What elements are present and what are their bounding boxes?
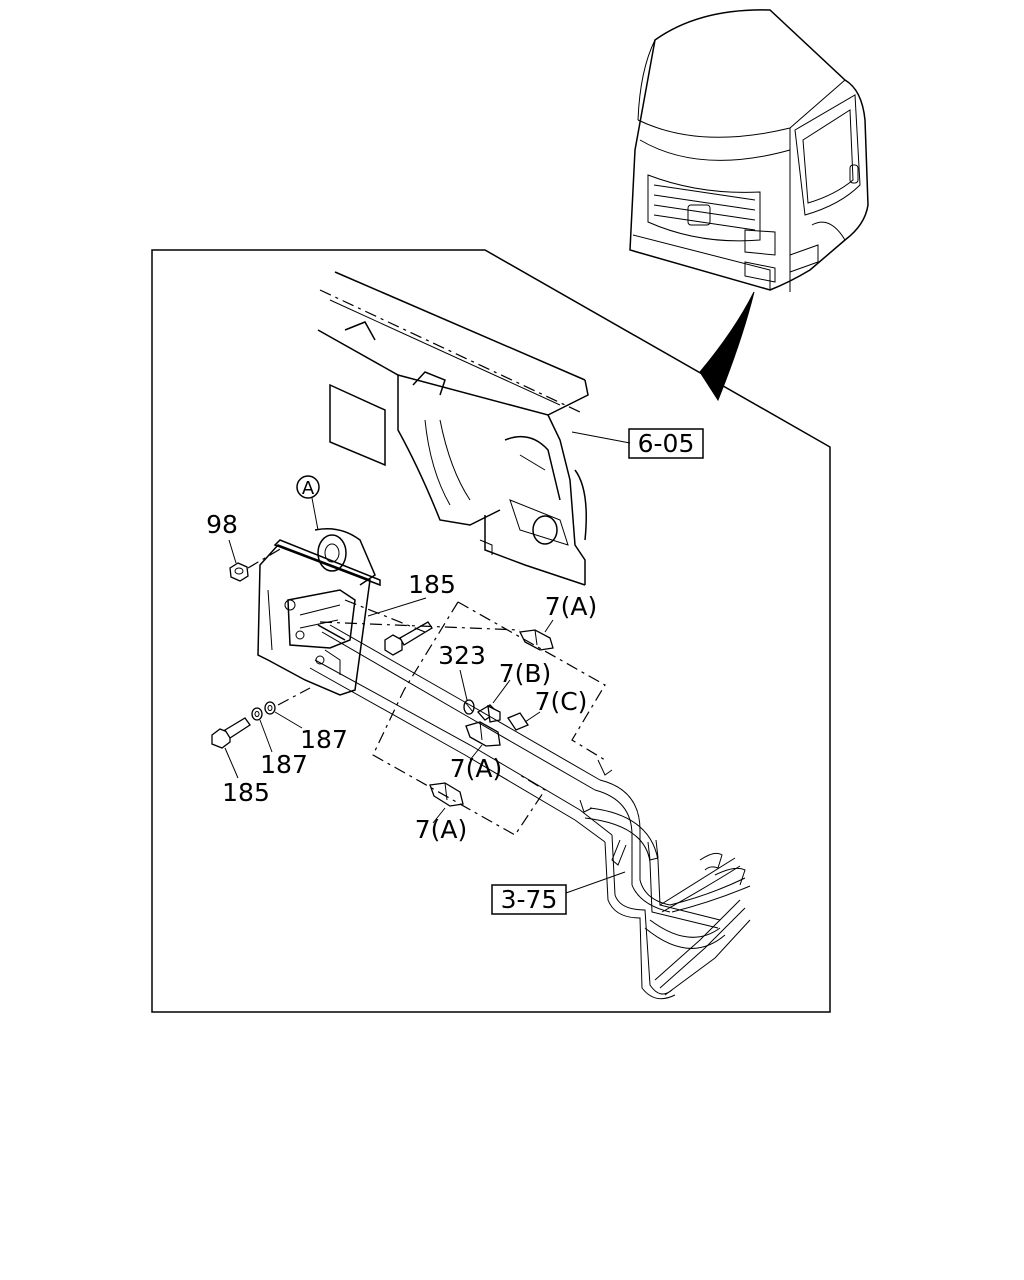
detail-pointer-arrow [699,291,755,402]
label-7b: 7(B) [499,659,552,688]
leader-7a-mid [469,744,483,761]
leader-7a-top [544,619,554,633]
ref-box-3-75[interactable] [491,884,567,915]
leader-98 [228,539,237,564]
leader-7c [524,711,541,723]
leader-7a-low [432,807,446,824]
leader-323 [459,669,468,701]
bolt-185-bottom [211,717,251,749]
label-323: 323 [438,641,486,670]
truck-cab-illustration [629,9,869,292]
callout-circle-a [296,475,320,499]
ref-box-6-05[interactable] [628,428,704,459]
label-7a-mid: 7(A) [450,754,503,783]
label-185-top: 185 [408,570,456,599]
control-valve-assembly [257,528,381,696]
leader-7b [492,679,511,704]
leader-187-a [259,719,273,753]
fitting-7c [507,712,529,731]
washer-187-b [264,701,276,715]
leader-185-bottom [224,747,239,779]
callout-a-label: A [302,478,315,499]
fitting-7a-low [429,782,464,807]
label-98: 98 [206,510,238,539]
bolt-185-top [384,621,433,656]
fitting-7a-top [519,629,554,651]
label-7a-top: 7(A) [545,592,598,621]
ref-code-6-05[interactable]: 6-05 [638,429,695,458]
label-7a-low: 7(A) [415,815,468,844]
leader-3-75 [565,871,626,894]
leader-187-b [274,711,303,729]
pipe-bundle [309,624,751,1000]
leader-6-05 [571,431,631,444]
label-187-a: 187 [260,750,308,779]
washer-187-a [251,707,263,721]
ref-code-3-75[interactable]: 3-75 [501,885,558,914]
nut-98 [229,562,249,582]
dashboard-panel [317,271,589,586]
label-185-bottom: 185 [222,778,270,807]
fitting-7a-mid [465,721,501,747]
label-7c: 7(C) [535,687,588,716]
fitting-7b [476,704,501,723]
label-187-b: 187 [300,725,348,754]
detail-frame [151,249,831,1013]
